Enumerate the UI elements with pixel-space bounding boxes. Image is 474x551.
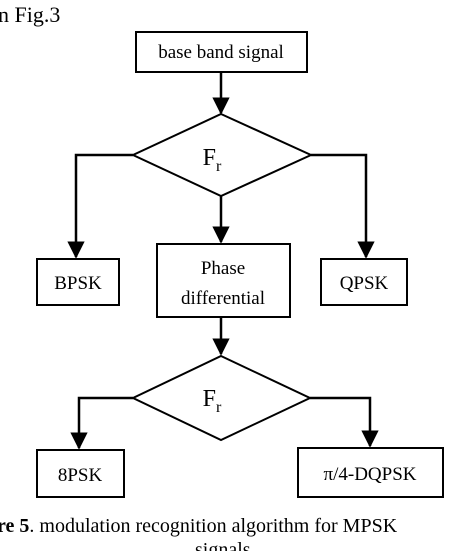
start-label: base band signal [158, 42, 284, 63]
phase-differential-box [156, 243, 291, 318]
figure-caption-line2: signals [195, 539, 251, 551]
8psk-box [36, 449, 125, 498]
arrow-decision2-to-dqpsk [310, 396, 379, 448]
qpsk-box [320, 258, 408, 306]
phase-label-line1: Phase [201, 258, 245, 279]
bpsk-label: BPSK [54, 273, 102, 294]
decision2-label: Fr [203, 386, 222, 416]
bpsk-box [36, 258, 120, 306]
arrow-decision2-to-8psk [70, 396, 133, 450]
decision1-label: Fr [203, 145, 222, 175]
dqpsk-box [297, 447, 444, 498]
figure-caption: re 5. modulation recognition algorithm f… [0, 515, 398, 537]
arrow-decision1-to-qpsk [311, 153, 375, 259]
8psk-label: 8PSK [58, 465, 103, 486]
header-fragment: n Fig.3 [0, 2, 60, 27]
decision1-diamond [130, 112, 314, 198]
decision2-diamond [130, 354, 313, 442]
arrow-decision1-to-bpsk [67, 153, 133, 259]
dqpsk-label: π/4-DQPSK [324, 464, 417, 485]
phase-label-line2: differential [181, 288, 265, 309]
qpsk-label: QPSK [340, 273, 389, 294]
